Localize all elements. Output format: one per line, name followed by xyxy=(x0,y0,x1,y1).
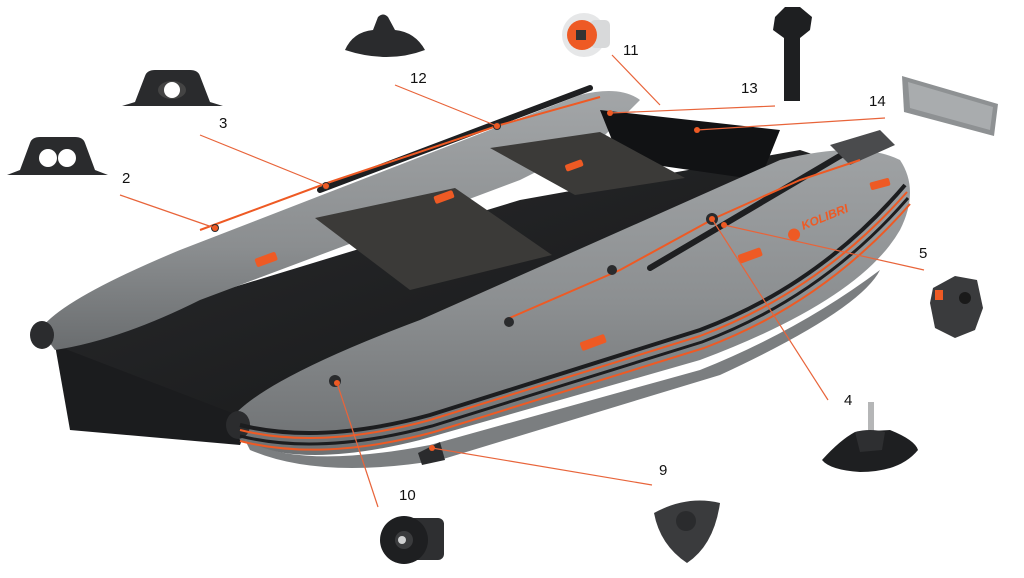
oarlock-mount-part xyxy=(822,402,918,472)
inflation-valve-part xyxy=(562,13,610,57)
callout-label-13: 13 xyxy=(741,80,758,97)
drain-valve-part xyxy=(380,516,444,564)
d-ring-patch-part xyxy=(654,500,720,563)
callout-label-14: 14 xyxy=(869,93,886,110)
double-ring-holder-part xyxy=(7,137,108,175)
callout-label-11: 11 xyxy=(623,42,639,59)
single-ring-holder-part xyxy=(122,70,223,106)
callout-label-4: 4 xyxy=(844,392,853,409)
oar-holder-part xyxy=(345,14,425,57)
callout-label-3: 3 xyxy=(219,115,228,132)
callout-label-9: 9 xyxy=(659,462,668,479)
callout-label-2: 2 xyxy=(122,170,131,187)
callout-label-10: 10 xyxy=(399,487,416,504)
callout-label-5: 5 xyxy=(919,245,928,262)
oarlock-clamp-part xyxy=(930,276,983,338)
step-plate-part xyxy=(902,76,998,136)
paddle-handle-part xyxy=(773,7,812,101)
callout-label-12: 12 xyxy=(410,70,427,87)
